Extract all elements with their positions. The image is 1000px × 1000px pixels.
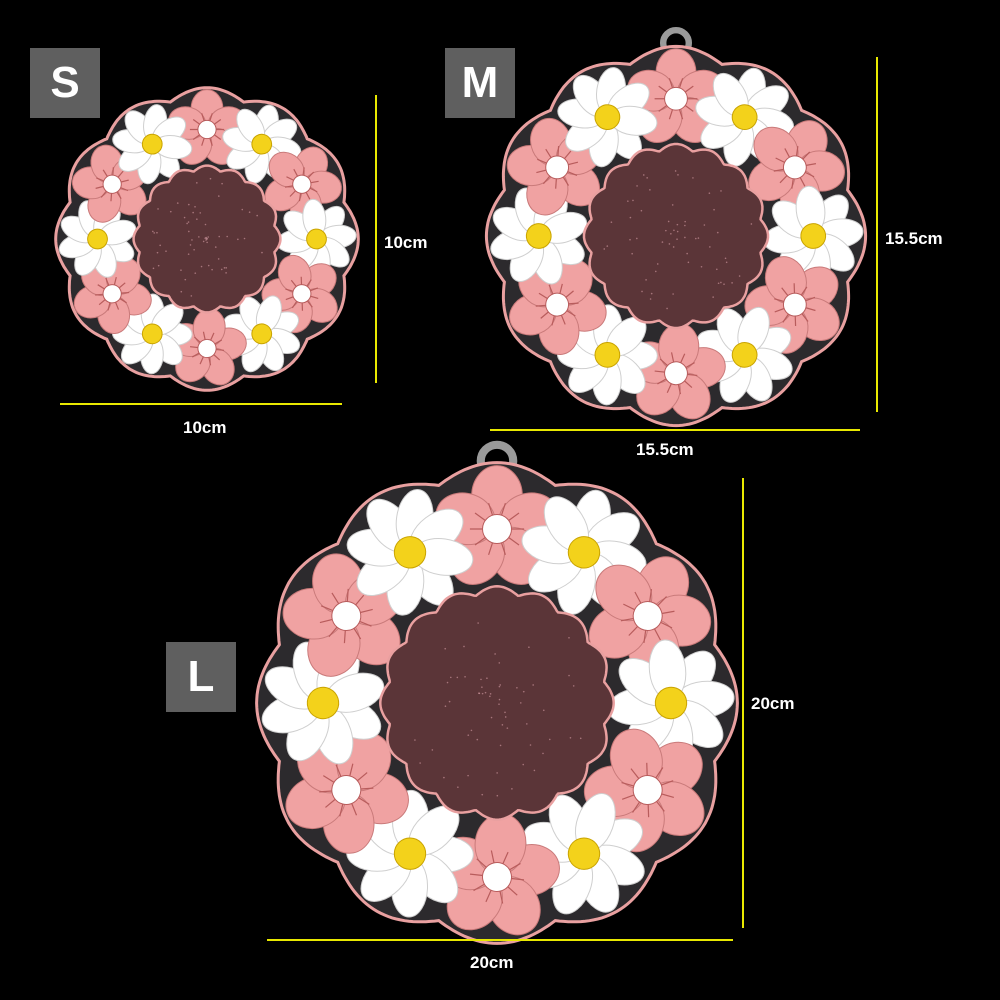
dimension-line-m-width: [490, 429, 860, 431]
dimension-line-m-height: [876, 57, 878, 412]
dimension-label-m-height: 15.5cm: [885, 229, 943, 249]
dimension-label-l-width: 20cm: [470, 953, 513, 973]
dimension-line-l-width: [267, 939, 733, 941]
dimension-line-s-height: [375, 95, 377, 383]
dimension-label-s-height: 10cm: [384, 233, 427, 253]
dimension-label-m-width: 15.5cm: [636, 440, 694, 460]
dimension-line-l-height: [742, 478, 744, 928]
coaster-center: [380, 586, 613, 819]
dimension-label-s-width: 10cm: [183, 418, 226, 438]
dimension-line-s-width: [60, 403, 342, 405]
dimension-label-l-height: 20cm: [751, 694, 794, 714]
